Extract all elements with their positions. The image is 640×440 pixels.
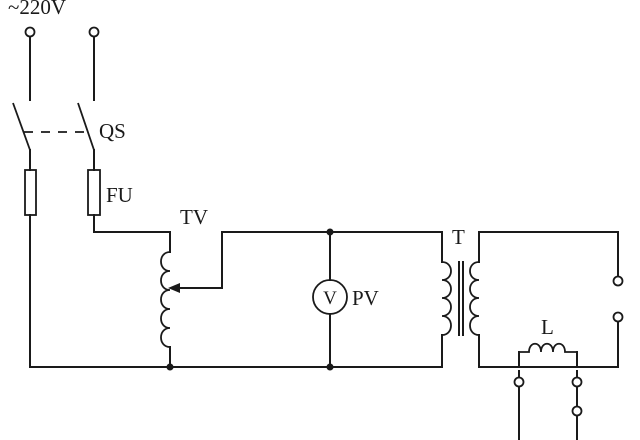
supply-terminal-left [24, 26, 36, 38]
load-label: L [541, 315, 554, 339]
regulator-label: TV [180, 205, 208, 229]
load-terminal-left [513, 376, 525, 388]
supply-terminal-right [88, 26, 100, 38]
transformer-secondary-coil [469, 261, 480, 336]
transformer-primary-coil [441, 261, 452, 336]
load-terminal-right [571, 376, 583, 388]
junction-regulator-bottom [166, 363, 174, 371]
regulator-coil [160, 251, 171, 348]
regulator-wiper-arrow [168, 283, 180, 293]
output-terminal-bottom [571, 405, 583, 417]
voltmeter-symbol: V [323, 288, 337, 309]
load-inductor [519, 342, 577, 353]
switch-blade-right [77, 102, 95, 151]
supply-label: ~220V [8, 0, 66, 19]
fuse-right [87, 169, 101, 216]
output-terminal-lower [612, 311, 624, 323]
switch-blade-left [12, 102, 31, 151]
fuse-label: FU [106, 183, 133, 207]
regulator-wiper-wire [177, 231, 223, 289]
voltmeter-label: PV [352, 286, 379, 310]
output-terminal-upper [612, 275, 624, 287]
transformer-label: T [452, 225, 465, 249]
fuse-left [24, 169, 37, 216]
switch-label: QS [99, 119, 126, 143]
voltmeter-circle [312, 279, 348, 315]
wire-right-to-regulator [93, 214, 171, 253]
